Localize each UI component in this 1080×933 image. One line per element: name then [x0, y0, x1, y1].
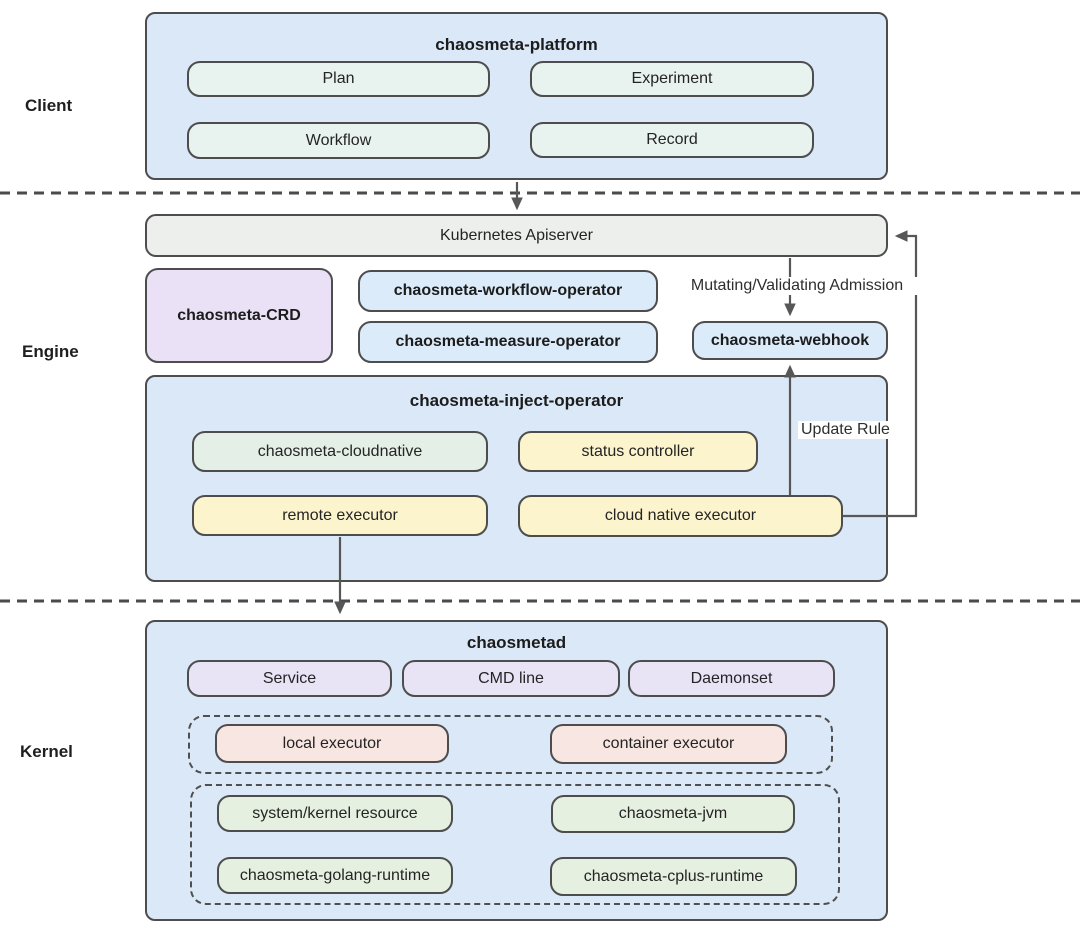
chaosmeta-inject-operator-box: chaosmeta-inject-operator	[145, 375, 888, 582]
chaosmeta-platform-title: chaosmeta-platform	[435, 35, 598, 54]
chaosmeta-measure-operator-box: chaosmeta-measure-operator	[358, 321, 658, 363]
cmd-line-box: CMD line	[402, 660, 620, 697]
chaosmetad-title: chaosmetad	[466, 633, 567, 652]
chaosmeta-cloudnative-box: chaosmeta-cloudnative	[192, 431, 488, 472]
plan-box: Plan	[187, 61, 490, 97]
chaosmeta-golang-runtime-box: chaosmeta-golang-runtime	[217, 857, 453, 894]
kubernetes-apiserver-box: Kubernetes Apiserver	[145, 214, 888, 257]
local-executor-box: local executor	[215, 724, 449, 763]
cloud-native-executor-box: cloud native executor	[518, 495, 843, 537]
chaosmeta-crd-box: chaosmeta-CRD	[145, 268, 333, 363]
chaosmeta-jvm-box: chaosmeta-jvm	[551, 795, 795, 833]
engine-layer-label: Engine	[22, 342, 79, 361]
status-controller-box: status controller	[518, 431, 758, 472]
system-kernel-resource-box: system/kernel resource	[217, 795, 453, 832]
remote-executor-box: remote executor	[192, 495, 488, 536]
chaosmeta-inject-operator-title: chaosmeta-inject-operator	[409, 391, 624, 410]
client-layer-label: Client	[25, 96, 73, 115]
chaosmeta-cplus-runtime-box: chaosmeta-cplus-runtime	[550, 857, 797, 896]
executors-dashed-group	[188, 715, 833, 774]
workflow-box: Workflow	[187, 122, 490, 159]
daemonset-box: Daemonset	[628, 660, 835, 697]
service-box: Service	[187, 660, 392, 697]
resources-dashed-group	[190, 784, 840, 905]
mutating-validating-admission-label: Mutating/Validating Admission	[672, 277, 922, 295]
update-rule-label: Update Rule	[798, 421, 893, 439]
chaosmeta-workflow-operator-box: chaosmeta-workflow-operator	[358, 270, 658, 312]
chaosmeta-webhook-box: chaosmeta-webhook	[692, 321, 888, 360]
kernel-layer-label: Kernel	[20, 742, 73, 761]
experiment-box: Experiment	[530, 61, 814, 97]
container-executor-box: container executor	[550, 724, 787, 764]
record-box: Record	[530, 122, 814, 158]
